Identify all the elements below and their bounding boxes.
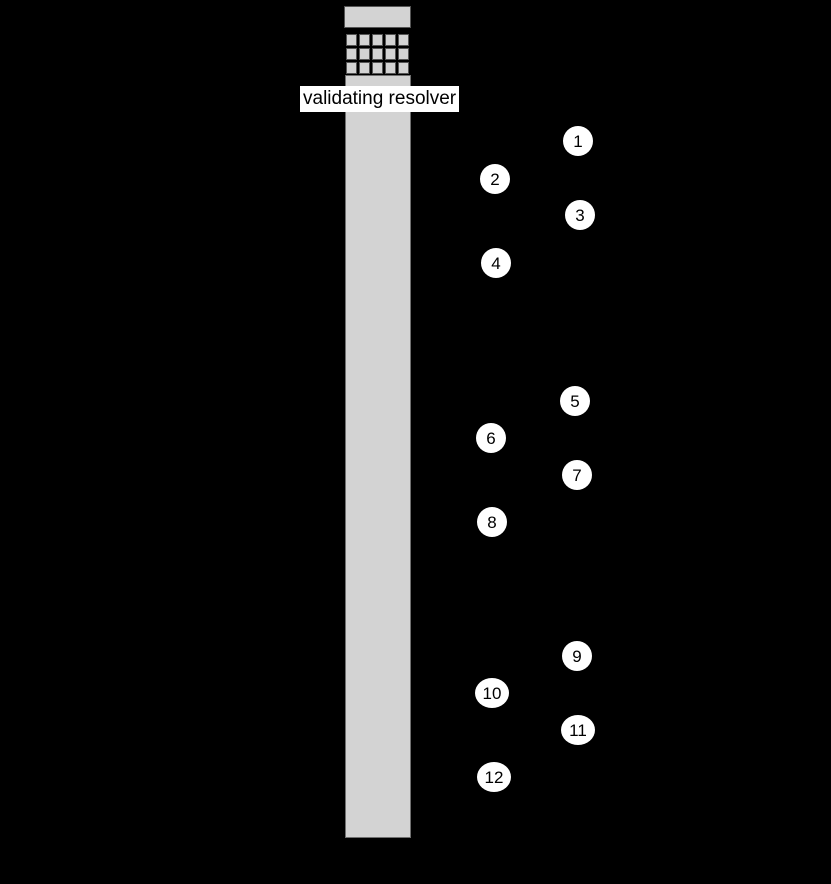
device-key-icon [385, 48, 396, 60]
device-keypad-icon [346, 34, 409, 74]
step-marker[interactable]: 7 [562, 460, 592, 490]
step-marker[interactable]: 3 [565, 200, 595, 230]
step-marker[interactable]: 10 [475, 678, 509, 708]
step-marker[interactable]: 4 [481, 248, 511, 278]
device-key-icon [398, 62, 409, 74]
step-marker[interactable]: 2 [480, 164, 510, 194]
device-key-icon [398, 34, 409, 46]
device-key-icon [372, 48, 383, 60]
step-marker[interactable]: 6 [476, 423, 506, 453]
device-key-icon [398, 48, 409, 60]
device-key-icon [346, 48, 357, 60]
step-marker[interactable]: 12 [477, 762, 511, 792]
device-key-icon [372, 62, 383, 74]
device-key-icon [359, 62, 370, 74]
step-marker[interactable]: 5 [560, 386, 590, 416]
calculator-device-icon [344, 6, 411, 74]
device-key-icon [359, 48, 370, 60]
device-key-icon [359, 34, 370, 46]
device-key-icon [346, 62, 357, 74]
step-marker[interactable]: 11 [561, 715, 595, 745]
step-marker[interactable]: 1 [563, 126, 593, 156]
device-key-icon [346, 34, 357, 46]
validating-resolver-lifeline [345, 75, 411, 838]
device-key-icon [385, 62, 396, 74]
actor-label-validating-resolver: validating resolver [300, 86, 460, 112]
device-key-icon [372, 34, 383, 46]
device-screen-icon [344, 6, 411, 28]
device-key-icon [385, 34, 396, 46]
step-marker[interactable]: 8 [477, 507, 507, 537]
step-marker[interactable]: 9 [562, 641, 592, 671]
